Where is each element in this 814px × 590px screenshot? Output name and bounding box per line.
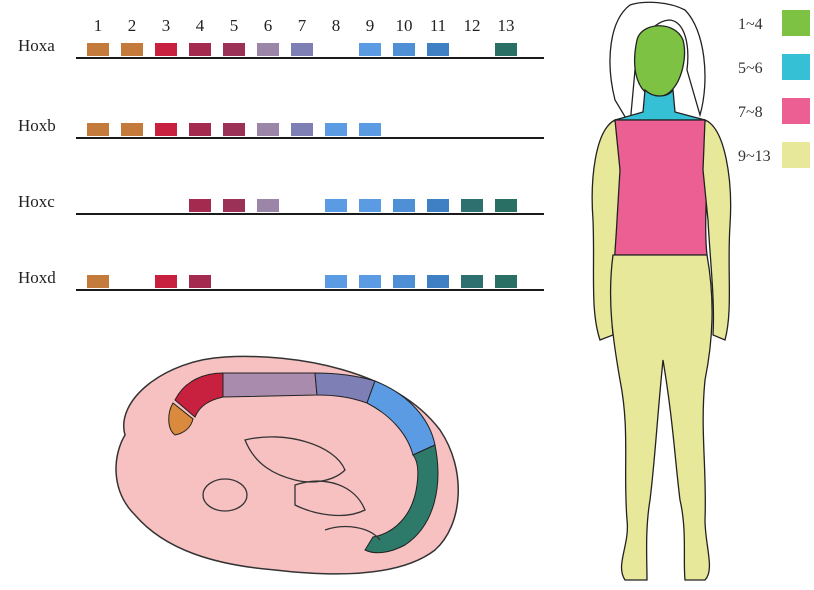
- gene-number-7: 7: [287, 16, 317, 36]
- hox-gene-box-hoxa-10: [393, 43, 415, 56]
- hox-gene-box-hoxa-5: [223, 43, 245, 56]
- hox-gene-box-hoxc-4: [189, 199, 211, 212]
- hox-gene-box-hoxb-5: [223, 123, 245, 136]
- hox-gene-box-hoxd-1: [87, 275, 109, 288]
- hox-gene-box-hoxd-10: [393, 275, 415, 288]
- hox-gene-box-hoxc-10: [393, 199, 415, 212]
- gene-number-13: 13: [491, 16, 521, 36]
- hox-gene-box-hoxb-6: [257, 123, 279, 136]
- hox-gene-box-hoxc-13: [495, 199, 517, 212]
- hox-gene-box-hoxd-12: [461, 275, 483, 288]
- gene-number-2: 2: [117, 16, 147, 36]
- hox-gene-box-hoxc-8: [325, 199, 347, 212]
- hox-gene-box-hoxd-3: [155, 275, 177, 288]
- gene-number-10: 10: [389, 16, 419, 36]
- hox-gene-box-hoxb-9: [359, 123, 381, 136]
- gene-number-1: 1: [83, 16, 113, 36]
- embryo-illustration: [95, 345, 475, 580]
- cluster-label-hoxc: Hoxc: [18, 192, 55, 212]
- cluster-line-hoxc: [76, 213, 544, 215]
- gene-number-5: 5: [219, 16, 249, 36]
- cluster-label-hoxd: Hoxd: [18, 268, 56, 288]
- hox-gene-box-hoxd-13: [495, 275, 517, 288]
- hox-gene-box-hoxa-13: [495, 43, 517, 56]
- human-figure: [575, 0, 800, 590]
- torso-region: [613, 120, 707, 255]
- hox-gene-box-hoxa-7: [291, 43, 313, 56]
- head-region: [635, 26, 685, 97]
- hox-gene-box-hoxc-9: [359, 199, 381, 212]
- hox-gene-box-hoxc-5: [223, 199, 245, 212]
- hox-gene-box-hoxb-8: [325, 123, 347, 136]
- hox-gene-box-hoxd-9: [359, 275, 381, 288]
- hox-gene-box-hoxd-4: [189, 275, 211, 288]
- hox-gene-box-hoxa-9: [359, 43, 381, 56]
- gene-number-8: 8: [321, 16, 351, 36]
- hox-gene-box-hoxa-11: [427, 43, 449, 56]
- neural-tube-mauve: [223, 373, 317, 397]
- hox-gene-box-hoxb-1: [87, 123, 109, 136]
- cluster-label-hoxa: Hoxa: [18, 36, 55, 56]
- hox-gene-box-hoxd-11: [427, 275, 449, 288]
- hox-gene-box-hoxa-2: [121, 43, 143, 56]
- hox-gene-box-hoxb-4: [189, 123, 211, 136]
- cluster-label-hoxb: Hoxb: [18, 116, 56, 136]
- gene-number-11: 11: [423, 16, 453, 36]
- hox-gene-box-hoxb-2: [121, 123, 143, 136]
- cluster-line-hoxb: [76, 137, 544, 139]
- hox-gene-box-hoxc-6: [257, 199, 279, 212]
- gene-number-12: 12: [457, 16, 487, 36]
- hox-gene-box-hoxa-1: [87, 43, 109, 56]
- hox-gene-box-hoxb-3: [155, 123, 177, 136]
- gene-number-4: 4: [185, 16, 215, 36]
- hox-gene-box-hoxa-6: [257, 43, 279, 56]
- cluster-line-hoxd: [76, 289, 544, 291]
- lower-body-region: [611, 255, 713, 580]
- hox-gene-box-hoxb-7: [291, 123, 313, 136]
- hox-gene-box-hoxa-4: [189, 43, 211, 56]
- hox-gene-box-hoxc-11: [427, 199, 449, 212]
- gene-number-6: 6: [253, 16, 283, 36]
- hox-gene-box-hoxa-3: [155, 43, 177, 56]
- hox-gene-box-hoxd-8: [325, 275, 347, 288]
- cluster-line-hoxa: [76, 57, 544, 59]
- gene-number-3: 3: [151, 16, 181, 36]
- gene-number-9: 9: [355, 16, 385, 36]
- hox-gene-box-hoxc-12: [461, 199, 483, 212]
